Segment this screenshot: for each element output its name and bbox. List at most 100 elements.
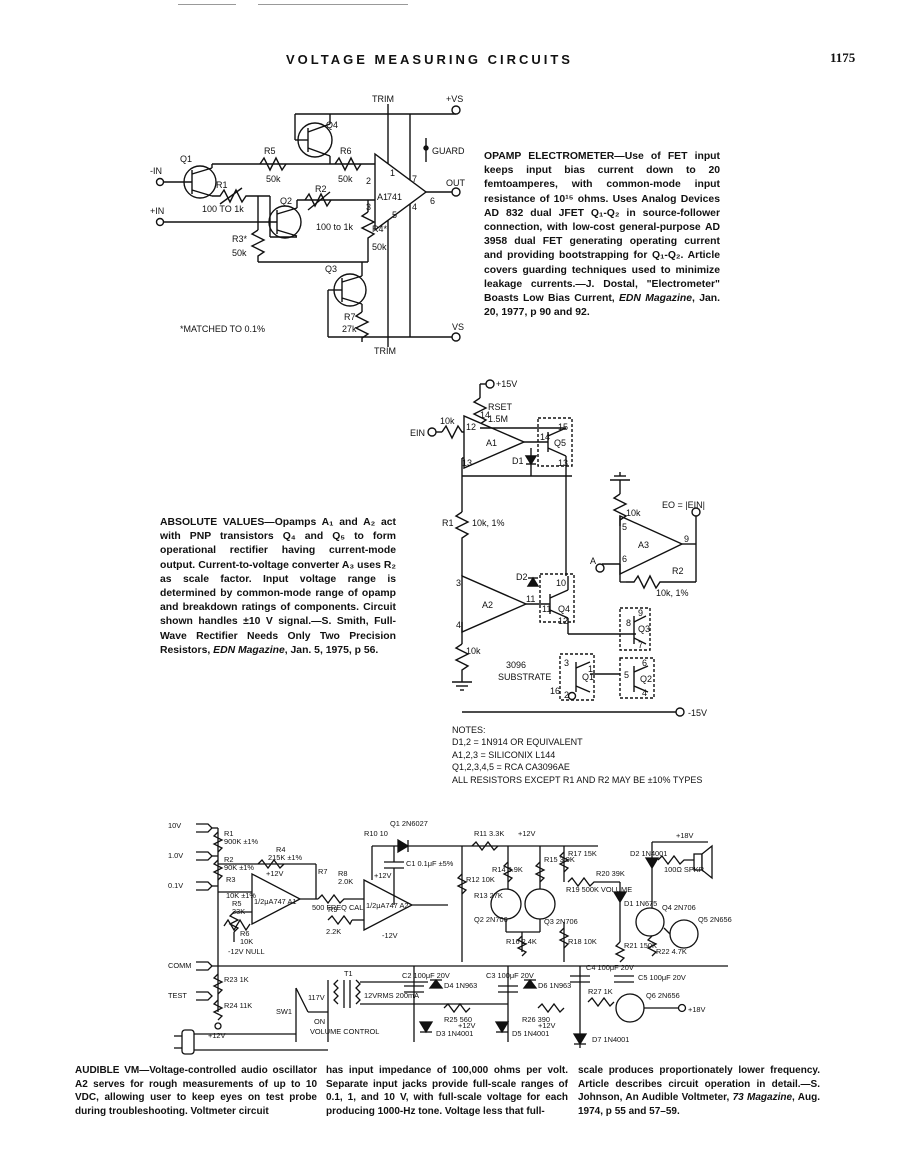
note-resistors: ALL RESISTORS EXCEPT R1 AND R2 MAY BE ±1… bbox=[452, 774, 703, 785]
audible-description-col2: has input impedance of 100,000 ohms per … bbox=[326, 1064, 568, 1118]
a2-pin3: 3 bbox=[456, 578, 461, 588]
absolute-notes: NOTES: D1,2 = 1N914 OR EQUIVALENT A1,2,3… bbox=[452, 724, 702, 786]
q4-label: Q4 bbox=[558, 604, 570, 614]
r25-v12: +12V bbox=[458, 1021, 476, 1030]
a1-label: A1 bbox=[486, 438, 497, 448]
r8-value: 2.0K bbox=[338, 877, 353, 886]
d6-label: D6 1N963 bbox=[538, 981, 571, 990]
r6-label: R6 bbox=[340, 146, 352, 156]
r18-label: R18 10K bbox=[568, 937, 597, 946]
r1-label: R1 bbox=[224, 829, 233, 838]
q5-label: Q5 bbox=[554, 438, 566, 448]
r10k-low: 10k bbox=[466, 646, 481, 656]
d2-label: D2 1N4001 bbox=[630, 849, 667, 858]
audible-description-col1: AUDIBLE VM—Voltage-controlled audio osci… bbox=[75, 1064, 317, 1118]
r3-label: R3 bbox=[226, 875, 235, 884]
rset-label: RSET bbox=[488, 402, 513, 412]
r22-label: R22 4.7K bbox=[656, 947, 687, 956]
a3-pin6: 6 bbox=[622, 554, 627, 564]
audible-vm-schematic: 10V 1.0V 0.1V COMM TEST R1 900K ±1% R2 9… bbox=[168, 819, 732, 1055]
r3-label: R3* bbox=[232, 234, 248, 244]
a1-v12: +12V bbox=[266, 869, 284, 878]
r4-value: 50k bbox=[372, 242, 387, 252]
sw1-on: ON bbox=[314, 1017, 325, 1026]
substrate-pin16: 16 bbox=[550, 686, 560, 696]
running-title: VOLTAGE MEASURING CIRCUITS bbox=[286, 52, 573, 67]
q1-label: Q1 bbox=[180, 154, 192, 164]
a3-pin9: 9 bbox=[684, 534, 689, 544]
r23-label: R23 1K bbox=[224, 975, 249, 984]
jack-01v: 0.1V bbox=[168, 881, 183, 890]
r25-label: R25 560 bbox=[444, 1015, 472, 1024]
c5-label: C5 100μF 20V bbox=[638, 973, 686, 982]
electrometer-text: —Use of FET input keeps input bias curre… bbox=[484, 151, 720, 305]
r10k-gnd: 10k bbox=[626, 508, 641, 518]
q3-label: Q3 2N706 bbox=[544, 917, 578, 926]
r7-value: 500 FREQ CAL bbox=[312, 903, 363, 912]
r1-label: R1 bbox=[216, 180, 228, 190]
c1-label: C1 0.1μF ±5% bbox=[406, 859, 454, 868]
absolute-source: EDN Magazine bbox=[213, 644, 285, 656]
sw1-label: SW1 bbox=[276, 1007, 292, 1016]
substrate-number: 3096 bbox=[506, 660, 526, 670]
audible-title: AUDIBLE VM bbox=[75, 1065, 140, 1076]
r8-label: R8 bbox=[338, 869, 347, 878]
a2-label: 1/2μA747 A2 bbox=[366, 901, 408, 910]
absolute-values-description: ABSOLUTE VALUES—Opamps A₁ and A₂ act wit… bbox=[160, 516, 396, 658]
trim-bottom-label: TRIM bbox=[374, 346, 396, 356]
t1-secondary: 12VRMS 200mA bbox=[364, 991, 419, 1000]
r2-value: 90K ±1% bbox=[224, 863, 254, 872]
r2-label: R2 bbox=[672, 566, 684, 576]
absolute-source-tail: , Jan. 5, 1975, p 56. bbox=[284, 644, 379, 656]
r1-value: 900K ±1% bbox=[224, 837, 258, 846]
r5-value: 50k bbox=[266, 174, 281, 184]
audible-source: 73 Magazine bbox=[732, 1092, 793, 1104]
r13-label: R13 27K bbox=[474, 891, 503, 900]
r26-label: R26 390 bbox=[522, 1015, 550, 1024]
notes-heading: NOTES: bbox=[452, 725, 486, 735]
c3-label: C3 100μF 20V bbox=[486, 971, 534, 980]
q4-pin10: 10 bbox=[556, 578, 566, 588]
q5-pin14: 14 bbox=[540, 432, 550, 442]
pin2: 2 bbox=[366, 176, 371, 186]
jack-test: TEST bbox=[168, 991, 187, 1000]
r2-label: R2 bbox=[224, 855, 233, 864]
c2-label: C2 100μF 20V bbox=[402, 971, 450, 980]
r26-v12: +12V bbox=[538, 1021, 556, 1030]
speaker-label: 100Ω SPKR bbox=[664, 865, 704, 874]
r24-label: R24 11K bbox=[224, 1001, 252, 1010]
d1-label: D1 1N675 bbox=[624, 899, 657, 908]
plus-in-label: +IN bbox=[150, 206, 164, 216]
audible-col3b-text: , Aug. 1974, p 55 and 57–59. bbox=[578, 1092, 820, 1117]
eo-label: EO = |EIN| bbox=[662, 500, 705, 510]
r19-label: R19 500K VOLUME bbox=[566, 885, 632, 894]
q2-pin6: 6 bbox=[642, 658, 647, 668]
a-node: A bbox=[590, 556, 596, 566]
r1-value: 10k, 1% bbox=[472, 518, 505, 528]
q5-label: Q5 2N656 bbox=[698, 915, 732, 924]
electrometer-description: OPAMP ELECTROMETER—Use of FET input keep… bbox=[484, 150, 720, 320]
r12-label: R12 10K bbox=[466, 875, 495, 884]
audible-col1-text: —Voltage-controlled audio oscillator A2 … bbox=[75, 1065, 317, 1117]
pin5: 5 bbox=[392, 210, 397, 220]
d4-label: D4 1N963 bbox=[444, 981, 477, 990]
a1-pin12: 12 bbox=[466, 422, 476, 432]
page-number: 1175 bbox=[830, 50, 856, 65]
v15m-label: -15V bbox=[688, 708, 707, 718]
q3-pin7: 7 bbox=[638, 640, 643, 650]
electrometer-source-tail: , Jan. 20, 1977, p 90 and 92. bbox=[484, 293, 720, 319]
r7-label: R7 bbox=[344, 312, 356, 322]
audible-col3a-text: scale produces proportionately lower fre… bbox=[578, 1065, 820, 1104]
jack-10v: 10V bbox=[168, 821, 181, 830]
q4-label: Q4 2N706 bbox=[662, 903, 696, 912]
absolute-text: —Opamps A₁ and A₂ act with PNP transisto… bbox=[160, 517, 396, 656]
r11-v12: +12V bbox=[518, 829, 536, 838]
a2-pin11: 11 bbox=[526, 594, 535, 604]
r21-label: R21 150K bbox=[624, 941, 657, 950]
a2-label: A2 bbox=[482, 600, 493, 610]
q1-pin3: 3 bbox=[564, 658, 569, 668]
r9-value: 2.2K bbox=[326, 927, 341, 936]
electrometer-title: OPAMP ELECTROMETER bbox=[484, 151, 615, 162]
audible-description-col3: scale produces proportionately lower fre… bbox=[578, 1064, 820, 1118]
t1-label: T1 bbox=[344, 969, 353, 978]
